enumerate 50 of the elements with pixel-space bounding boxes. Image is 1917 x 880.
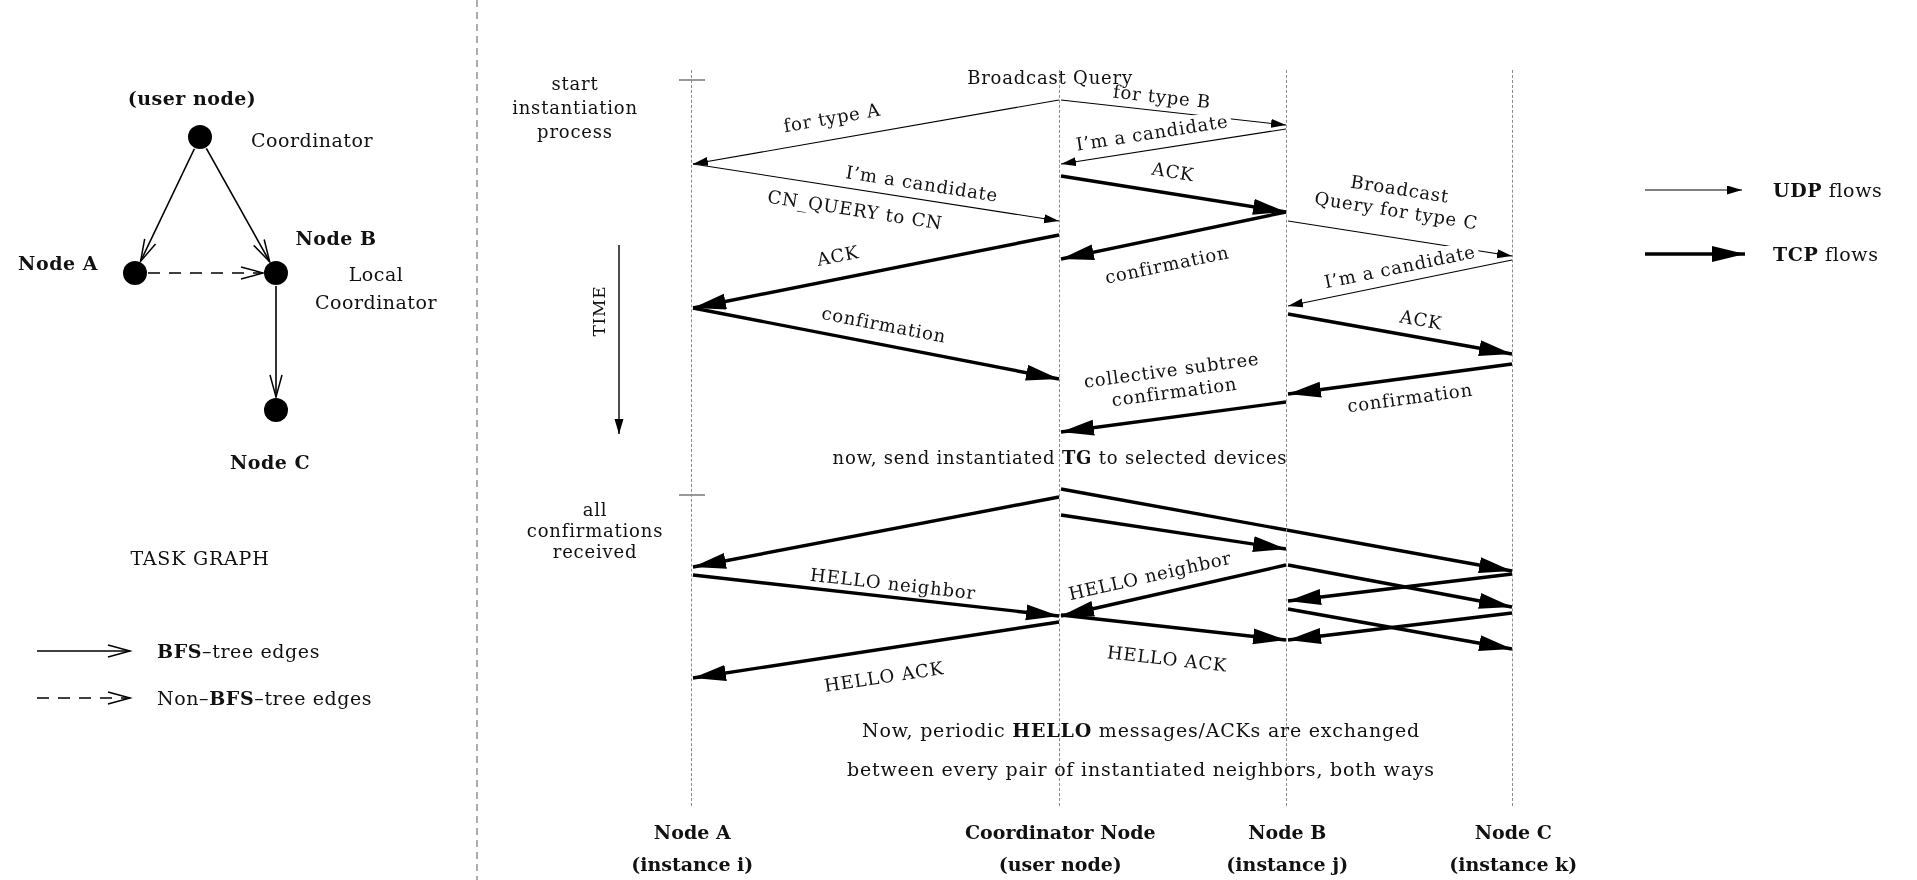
- note-text: start instantiation process: [511, 72, 639, 144]
- legend-label: TCP flows: [1773, 243, 1879, 265]
- graph-edge-arrow: [147, 266, 264, 280]
- legend-label: UDP flows: [1773, 179, 1883, 201]
- message-arrow: [692, 163, 1060, 224]
- message-arrow: [1060, 487, 1513, 573]
- message-arrow: [1287, 362, 1513, 398]
- message-arrow: [1060, 613, 1287, 645]
- message-arrow: [692, 99, 1060, 166]
- message-arrow: [1060, 563, 1287, 618]
- message-arrow: [1287, 563, 1513, 609]
- message-arrow: [1060, 400, 1287, 436]
- message-arrow: [1287, 259, 1513, 308]
- lifeline-label: Node B (instance j): [1225, 820, 1350, 877]
- legend-label: BFS–tree edges: [157, 640, 320, 662]
- node-caption: Coordinator: [251, 128, 373, 153]
- note-text: now, send instantiated TG to selected devices: [832, 447, 1288, 469]
- message-arrow: [1060, 128, 1287, 167]
- node-caption: Node A: [18, 251, 98, 276]
- lifeline-label: Node A (instance i): [630, 820, 755, 877]
- message-arrow: [1060, 513, 1287, 552]
- graph-edge-arrow: [205, 147, 271, 263]
- message-arrow: [692, 620, 1060, 681]
- message-arrow: [1060, 210, 1287, 261]
- message-arrow: [692, 306, 1060, 381]
- node-caption: Node C: [229, 450, 311, 475]
- graph-node-dot: [188, 125, 212, 149]
- note-text: Now, periodic HELLO messages/ACKs are exchanged between every pair of instantiated neighbors, both ways: [846, 718, 1436, 782]
- message-arrow: [692, 573, 1060, 621]
- note-text: all confirmations received: [525, 498, 665, 562]
- lifeline-label: Coordinator Node (user node): [963, 820, 1157, 877]
- node-caption: (user node): [127, 86, 257, 111]
- graph-edge-arrow: [139, 147, 196, 263]
- note-text: TASK GRAPH: [130, 547, 270, 569]
- lifeline-label: Node C (instance k): [1448, 820, 1579, 877]
- graph-node-dot: [264, 261, 288, 285]
- legend-label: Non–BFS–tree edges: [157, 687, 373, 709]
- message-arrow: [692, 233, 1060, 310]
- graph-edge-arrow: [269, 285, 283, 398]
- node-caption: Local Coordinator: [314, 262, 438, 315]
- message-arrow: [1060, 174, 1287, 215]
- message-arrow: [692, 495, 1060, 569]
- graph-node-dot: [123, 261, 147, 285]
- message-arrow: [1287, 607, 1513, 652]
- axis-label: TIME: [589, 285, 609, 337]
- message-arrow: [1287, 312, 1513, 357]
- node-caption: Node B: [295, 226, 377, 251]
- graph-node-dot: [264, 398, 288, 422]
- message-arrow: [1287, 572, 1513, 605]
- message-arrow: [1287, 611, 1513, 644]
